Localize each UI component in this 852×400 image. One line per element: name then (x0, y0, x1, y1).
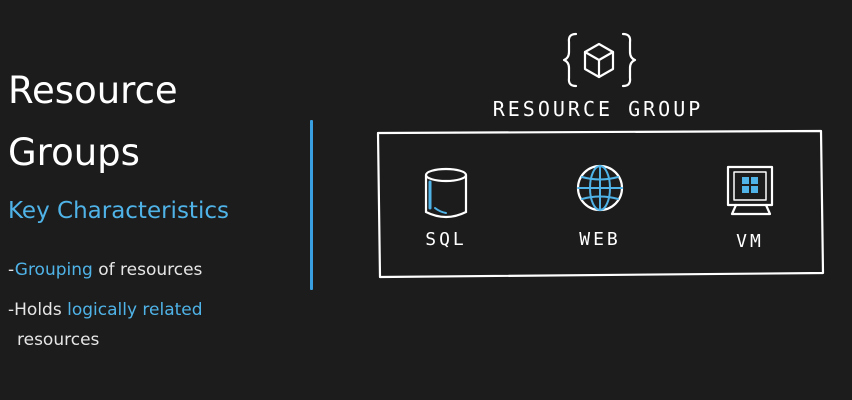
globe-icon (576, 164, 624, 212)
bullet-grouping: -Grouping of resources (8, 255, 202, 285)
item-label-web: WEB (579, 229, 621, 250)
bullet-dash: - (8, 260, 15, 280)
bullet-prefix: Holds (14, 300, 68, 320)
bullet-dash: - (8, 300, 15, 320)
title-line-2: Groups (8, 131, 140, 174)
bullet-highlight: Grouping (14, 260, 93, 280)
resource-group-box (376, 129, 825, 279)
item-label-sql: SQL (425, 229, 467, 250)
cube-icon (562, 32, 637, 88)
bullet-logically-related: -Holds logically related resources (8, 295, 203, 355)
database-icon (424, 167, 468, 219)
slide-title: Resource Groups (8, 60, 248, 184)
bullet-text: of resources (92, 260, 203, 280)
diagram-heading: RESOURCE GROUP (493, 97, 704, 121)
resource-group-diagram: RESOURCE GROUP SQL WEB (376, 32, 825, 279)
subtitle: Key Characteristics (8, 198, 229, 224)
monitor-icon (726, 165, 774, 216)
bullet-highlight: logically related (67, 300, 203, 320)
vertical-divider (310, 120, 313, 290)
item-label-vm: VM (736, 231, 764, 252)
title-line-1: Resource (8, 69, 178, 112)
bullet-text: resources (17, 330, 100, 350)
